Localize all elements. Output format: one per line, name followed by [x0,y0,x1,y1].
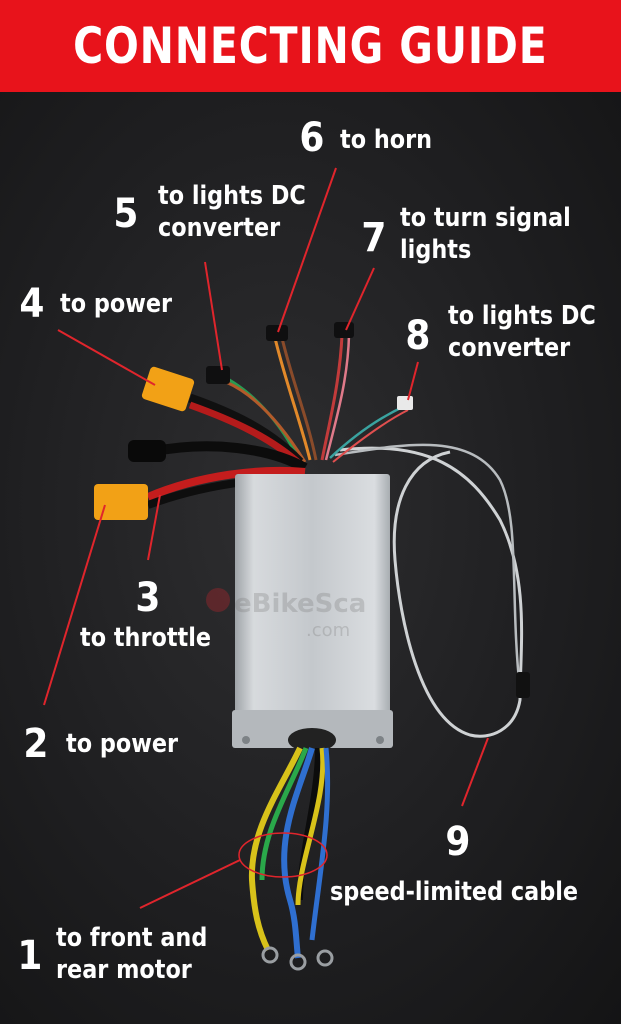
leader-4 [57,329,156,386]
callout-3-label: to throttle [80,622,211,654]
speed-limited-cable-loop [339,446,524,738]
leader-3 [147,494,161,561]
callout-6-number: 6 [299,115,325,161]
callout-2-label: to power [66,728,178,760]
callout-4-label-line: to power [60,289,173,319]
callout-2-number: 2 [23,721,49,767]
leader-1 [139,859,241,909]
leader-9 [461,737,489,807]
watermark: eBikeSca .com [206,588,366,641]
callout-8-number: 8 [405,313,431,359]
turn-signal-wire [320,334,344,461]
horn-wire-2 [280,337,318,461]
leader-lines [43,167,489,909]
cable-gland [288,728,336,752]
callout-7-label: to turn signal lights [400,202,571,266]
motor-wire-blue-2 [309,747,331,941]
motor-wire-blue [281,747,315,959]
callout-3-label-line: to throttle [80,623,212,653]
leader-2 [43,504,106,706]
watermark-brand: eBikeSca [234,589,366,619]
leader-8 [407,361,419,401]
power-cable-2 [146,466,306,501]
callout-6-label-line: to horn [340,125,433,155]
motor-wires-highlight [238,832,328,878]
callout-9-number: 9 [445,819,471,865]
callout-1-label-line: rear motor [56,955,192,985]
horn-connector [266,325,288,341]
callout-7-number: 7 [361,215,387,261]
motor-wire-green [259,747,309,881]
throttle-cable [149,441,308,473]
callout-7-label-line: lights [400,235,472,265]
callout-1-label-line: to front and [56,923,208,953]
watermark-logo-icon [206,588,230,612]
ring-terminal [316,949,334,967]
callout-9-label: speed-limited cable [330,876,578,908]
callout-2-label-line: to power [66,729,179,759]
lights-wire-b [225,380,307,463]
leader-7 [345,267,375,331]
turn-signal-connector [334,322,354,338]
callout-8-label-line: to lights DC [448,301,596,331]
speed-limited-connector [516,672,530,698]
callout-1-label: to front and rear motor [56,922,207,986]
leader-6 [277,167,337,333]
lights-dc-wire-2 [332,409,409,463]
motor-wire-yellow-2 [295,747,326,906]
callout-8-label: to lights DC converter [448,300,596,364]
lights-connector-8 [397,396,413,410]
callout-4-label: to power [60,288,172,320]
turn-signal-wire-2 [324,334,351,461]
page-title: CONNECTING GUIDE [73,17,548,75]
callout-3-number: 3 [135,575,161,621]
throttle-connector [128,440,166,462]
power-connector-2 [94,484,148,520]
title-banner: CONNECTING GUIDE [0,0,621,92]
watermark-domain: .com [306,620,350,641]
callout-5-label-line: converter [158,213,281,243]
ring-terminal [261,946,279,964]
leader-5 [204,261,223,371]
motor-wire-yellow [248,746,303,952]
callout-6-label: to horn [340,124,432,156]
callout-4-number: 4 [19,281,45,327]
callout-5-label-line: to lights DC [158,181,306,211]
screw [242,736,250,744]
callout-5-label: to lights DC converter [158,180,306,244]
callout-8-label-line: converter [448,333,571,363]
callout-1-number: 1 [17,933,43,979]
power-connector-4 [141,366,195,412]
horn-wire [273,337,312,461]
ring-terminal [289,953,307,971]
screw [376,736,384,744]
controller-box [235,474,390,722]
gray-wire [334,443,522,691]
callout-9-label-line: speed-limited cable [330,877,579,907]
lights-connector-5 [206,366,230,384]
callout-7-label-line: to turn signal [400,203,571,233]
callout-5-number: 5 [113,191,139,237]
